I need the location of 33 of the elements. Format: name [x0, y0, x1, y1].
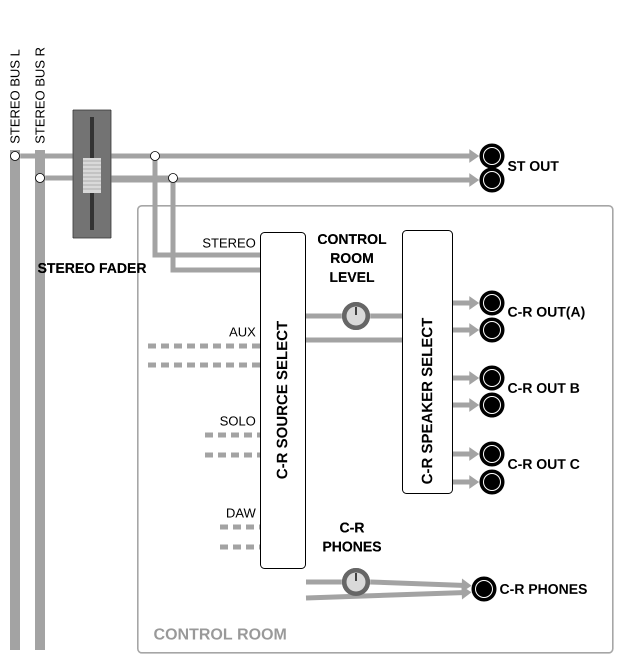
signal-line — [148, 344, 260, 348]
knob-label: C-R PHONES — [323, 522, 382, 552]
signal-line — [306, 338, 402, 342]
output-label: ST OUT — [508, 161, 559, 171]
signal-line — [220, 544, 260, 550]
fader-label: STEREO FADER — [38, 263, 146, 273]
output-label: C-R OUT B — [508, 383, 580, 393]
jack-drawing — [480, 470, 504, 494]
selector-box: C-R SOURCE SELECT — [260, 232, 306, 569]
knob-label: CONTROL ROOM LEVEL — [318, 234, 386, 282]
signal-line — [306, 580, 342, 584]
bus-label: STEREO BUS R — [35, 48, 45, 144]
edge-label: SOLO — [220, 416, 256, 426]
output-label: C-R OUT C — [508, 459, 580, 469]
jack-drawing — [480, 318, 504, 342]
signal-line — [205, 432, 260, 438]
output-label: C-R OUT(A) — [508, 306, 585, 320]
selector-box: C-R SPEAKER SELECT — [402, 230, 453, 494]
edge-label: DAW — [227, 508, 256, 518]
jack-drawing — [480, 168, 504, 192]
jack-drawing — [480, 392, 504, 418]
signal-line — [111, 176, 260, 272]
edge-label: AUX — [229, 327, 256, 337]
bus-label: STEREO BUS L — [10, 50, 20, 144]
signal-line — [306, 314, 342, 318]
signal-line — [148, 362, 260, 368]
signal-line — [220, 524, 260, 530]
signal-line — [370, 314, 402, 318]
signal-line — [20, 154, 73, 158]
signal-line — [45, 176, 73, 180]
edge-label: STEREO — [202, 238, 256, 248]
signal-line — [205, 452, 260, 458]
output-label: C-R PHONES — [500, 584, 587, 594]
